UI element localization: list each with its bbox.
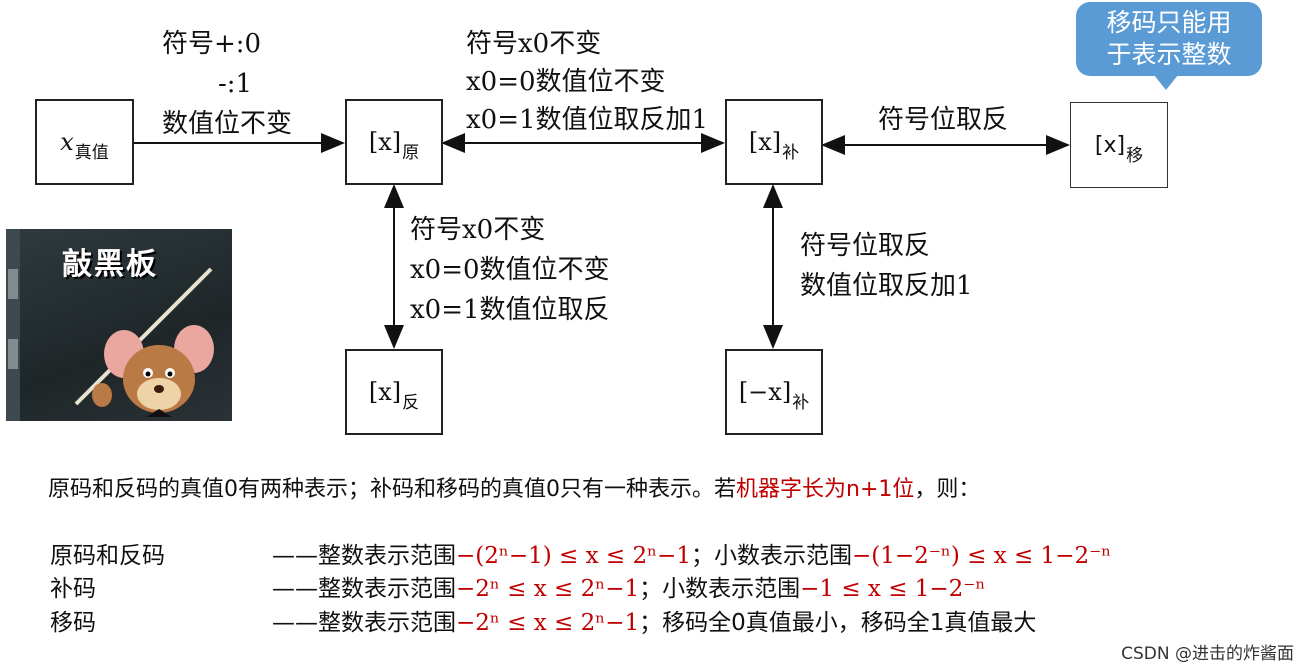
- summary-highlight: 机器字长为n+1位: [736, 477, 915, 502]
- watermark: CSDN @进击的炸酱面: [1121, 644, 1294, 664]
- box-main-text: [−x]: [738, 378, 792, 406]
- box-sub-text: 反: [402, 392, 420, 413]
- label-true-to-original-3: 数值位不变: [162, 109, 293, 139]
- label-true-to-original-2: -:1: [218, 69, 253, 99]
- label-orig-ones-2: x0=0数值位不变: [410, 255, 610, 285]
- range-sep: ；小数表示范围: [639, 576, 801, 602]
- range-sep: ；移码全0真值最小，移码全1真值最大: [639, 610, 1037, 636]
- frac-range: −1 ≤ x ≤ 1−2⁻ⁿ: [800, 576, 986, 602]
- int-range: −(2ⁿ−1) ≤ x ≤ 2ⁿ−1: [456, 543, 691, 569]
- range-row: 原码和反码 ——整数表示范围−(2ⁿ−1) ≤ x ≤ 2ⁿ−1；小数表示范围−…: [0, 536, 1308, 570]
- summary-line: 原码和反码的真值0有两种表示；补码和移码的真值0只有一种表示。若机器字长为n+1…: [48, 475, 980, 505]
- label-orig-comp-3: x0=1数值位取反加1: [466, 105, 709, 135]
- box-neg-complement: [−x]补: [725, 349, 823, 435]
- label-comp-offset: 符号位取反: [878, 105, 1009, 135]
- box-main-text: x: [60, 128, 74, 156]
- box-sub-text: 补: [782, 142, 800, 163]
- int-range: −2ⁿ ≤ x ≤ 2ⁿ−1: [456, 610, 640, 636]
- int-range: −2ⁿ ≤ x ≤ 2ⁿ−1: [456, 576, 640, 602]
- summary-lead: 原码和反码的真值0有两种表示；补码和移码的真值0只有一种表示。若: [48, 477, 736, 502]
- range-sep: ；小数表示范围: [690, 543, 852, 569]
- box-sub-text: 移: [1126, 145, 1144, 166]
- label-comp-neg-1: 符号位取反: [800, 231, 931, 261]
- box-ones: [x]反: [345, 349, 443, 435]
- box-original: [x]原: [345, 99, 443, 185]
- note-line-2: 于表示整数: [1106, 40, 1232, 69]
- label-orig-ones-1: 符号x0不变: [410, 215, 546, 245]
- box-sub-text: 真值: [74, 142, 109, 163]
- range-content: ——整数表示范围−(2ⁿ−1) ≤ x ≤ 2ⁿ−1；小数表示范围−(1−2⁻ⁿ…: [272, 536, 1111, 570]
- range-content: ——整数表示范围−2ⁿ ≤ x ≤ 2ⁿ−1；移码全0真值最小，移码全1真值最大: [272, 603, 1036, 637]
- label-orig-comp-2: x0=0数值位不变: [466, 67, 666, 97]
- box-offset: [x]移: [1070, 102, 1168, 188]
- range-row: 补码 ——整数表示范围−2ⁿ ≤ x ≤ 2ⁿ−1；小数表示范围−1 ≤ x ≤…: [0, 569, 1308, 603]
- box-complement: [x]补: [725, 99, 823, 185]
- range-name: 原码和反码: [50, 543, 165, 569]
- mouse-illustration-icon: [6, 229, 214, 421]
- note-bubble: 移码只能用 于表示整数: [1076, 2, 1262, 90]
- range-name: 补码: [50, 576, 96, 602]
- range-row: 移码 ——整数表示范围−2ⁿ ≤ x ≤ 2ⁿ−1；移码全0真值最小，移码全1真…: [0, 603, 1308, 637]
- label-true-to-original-1: 符号+:0: [162, 29, 262, 59]
- label-orig-ones-3: x0=1数值位取反: [410, 295, 610, 325]
- photo-title: 敲黑板: [62, 247, 158, 282]
- range-dash: ——整数表示范围: [272, 576, 456, 602]
- frac-range: −(1−2⁻ⁿ) ≤ x ≤ 1−2⁻ⁿ: [851, 543, 1112, 569]
- range-dash: ——整数表示范围: [272, 610, 456, 636]
- box-main-text: [x]: [368, 128, 402, 156]
- box-main-text: [x]: [748, 128, 782, 156]
- label-orig-comp-1: 符号x0不变: [466, 29, 602, 59]
- cartoon-image: 敲黑板: [6, 229, 232, 421]
- box-main-text: [x]: [368, 378, 402, 406]
- box-sub-text: 原: [402, 142, 420, 163]
- box-main-text: [x]: [1094, 132, 1126, 158]
- label-comp-neg-2: 数值位取反加1: [800, 271, 973, 301]
- box-sub-text: 补: [792, 392, 810, 413]
- range-name: 移码: [50, 610, 96, 636]
- range-content: ——整数表示范围−2ⁿ ≤ x ≤ 2ⁿ−1；小数表示范围−1 ≤ x ≤ 1−…: [272, 569, 985, 603]
- summary-tail: ，则：: [914, 477, 981, 502]
- note-line-1: 移码只能用: [1106, 8, 1232, 37]
- range-dash: ——整数表示范围: [272, 543, 456, 569]
